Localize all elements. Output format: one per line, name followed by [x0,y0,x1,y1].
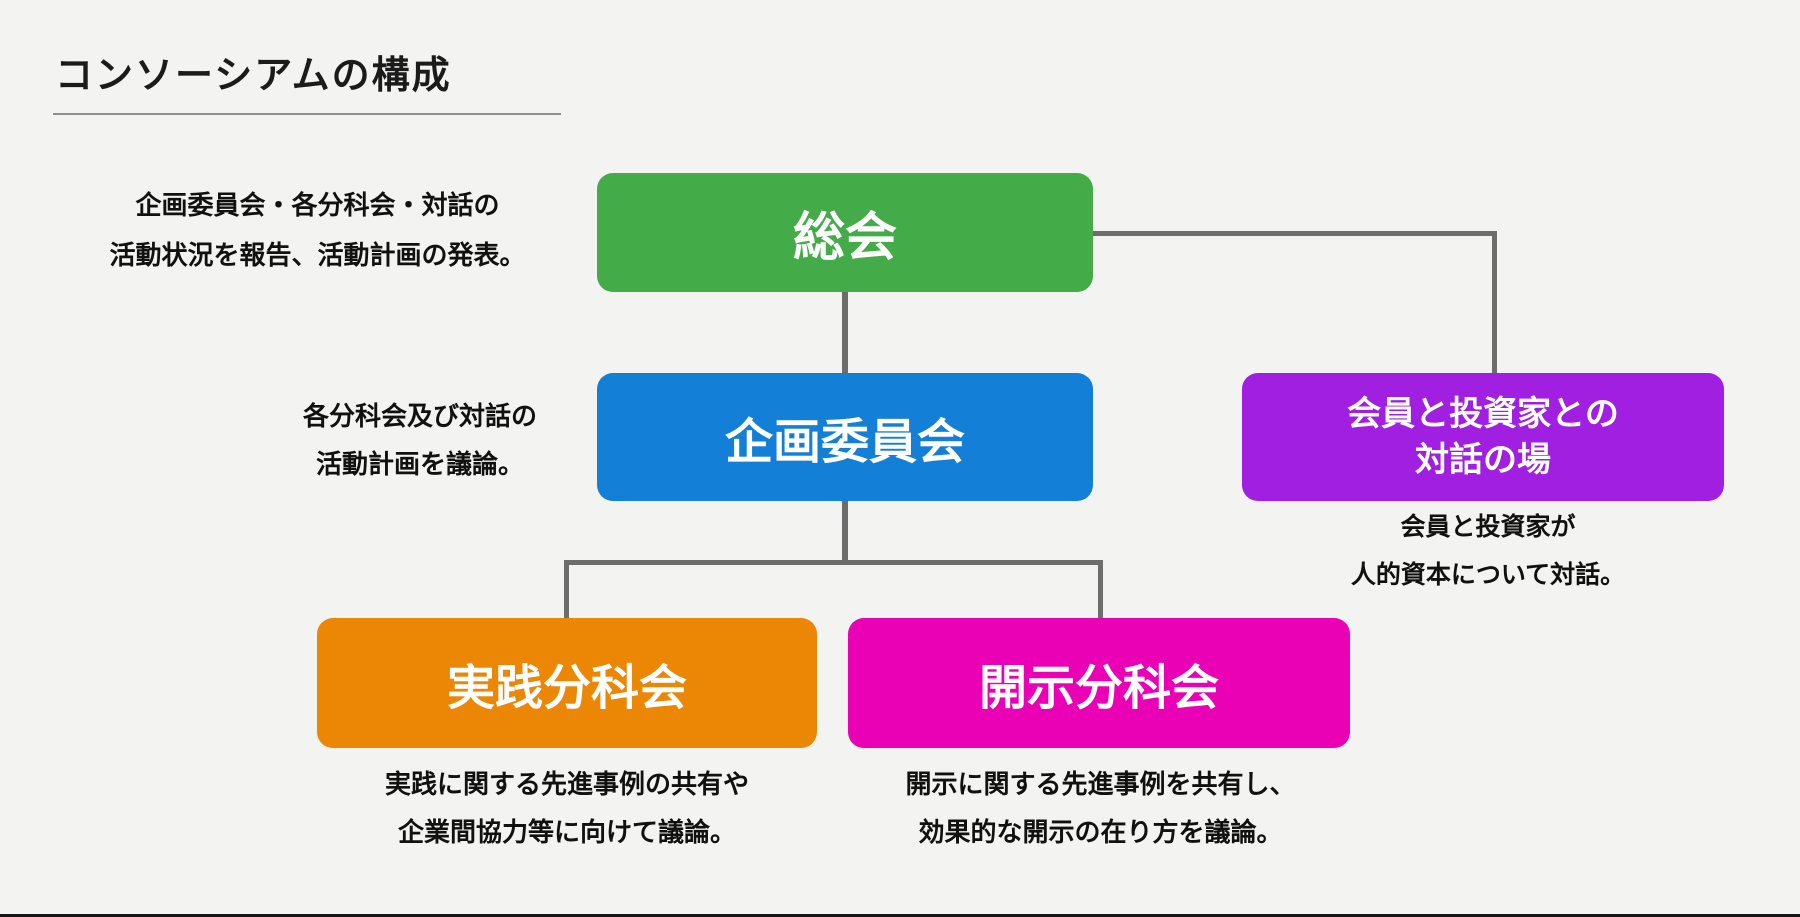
node-member-investor-dialogue-label: 会員と投資家との 対話の場 [1347,395,1619,479]
page-title: コンソーシアムの構成 [55,55,452,97]
caption-general-assembly: 企画委員会・各分科会・対話の 活動状況を報告、活動計画の発表。 [109,190,526,270]
node-general-assembly-label: 総会 [792,209,897,267]
edge-branch-to-jissen [564,560,569,620]
caption-planning-committee: 各分科会及び対話の 活動計画を議論。 [302,401,537,479]
node-general-assembly: 総会 [597,173,1093,292]
edge-soukai-to-taiwa-horizontal [1092,231,1497,236]
node-planning-committee: 企画委員会 [597,373,1093,501]
node-disclosure-subcommittee-label: 開示分科会 [978,662,1219,715]
edge-branch-to-kaiji [1098,560,1103,620]
caption-disclosure-subcommittee: 開示に関する先進事例を共有し、 効果的な開示の在り方を議論。 [905,769,1296,847]
node-practice-subcommittee-label: 実践分科会 [446,662,687,715]
edge-kikaku-branch-bar [564,560,1103,565]
node-member-investor-dialogue: 会員と投資家との 対話の場 [1242,373,1724,501]
caption-practice-subcommittee: 実践に関する先進事例の共有や 企業間協力等に向けて議論。 [384,769,749,847]
node-practice-subcommittee: 実践分科会 [317,618,817,748]
edge-soukai-to-kikaku [842,290,848,375]
caption-member-investor-dialogue: 会員と投資家が 人的資本について対話。 [1350,513,1626,589]
edge-soukai-to-taiwa-vertical [1492,231,1497,375]
edge-kikaku-stem [842,500,848,564]
bottom-rule [0,914,1800,917]
title-underline [53,113,561,115]
node-planning-committee-label: 企画委員会 [724,416,965,469]
node-disclosure-subcommittee: 開示分科会 [848,618,1350,748]
